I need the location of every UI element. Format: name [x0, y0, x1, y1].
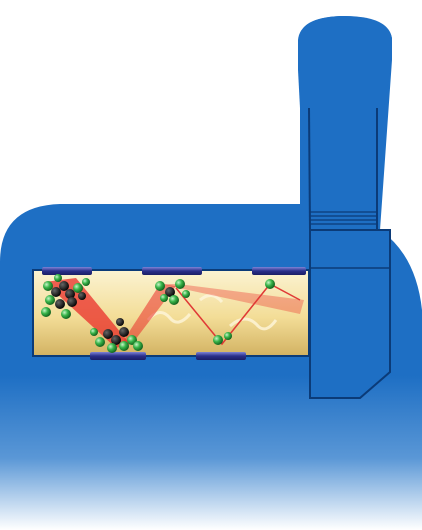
mirror-icon	[142, 267, 202, 275]
neck-left-edge	[309, 108, 310, 230]
mirror-icon	[90, 352, 146, 360]
mirror-icon	[196, 352, 246, 360]
neck-tube	[298, 16, 392, 108]
particle-cluster-top-right	[265, 279, 275, 289]
mirror-icon	[252, 267, 306, 275]
side-housing	[310, 230, 390, 398]
mirror-icon	[42, 267, 92, 275]
